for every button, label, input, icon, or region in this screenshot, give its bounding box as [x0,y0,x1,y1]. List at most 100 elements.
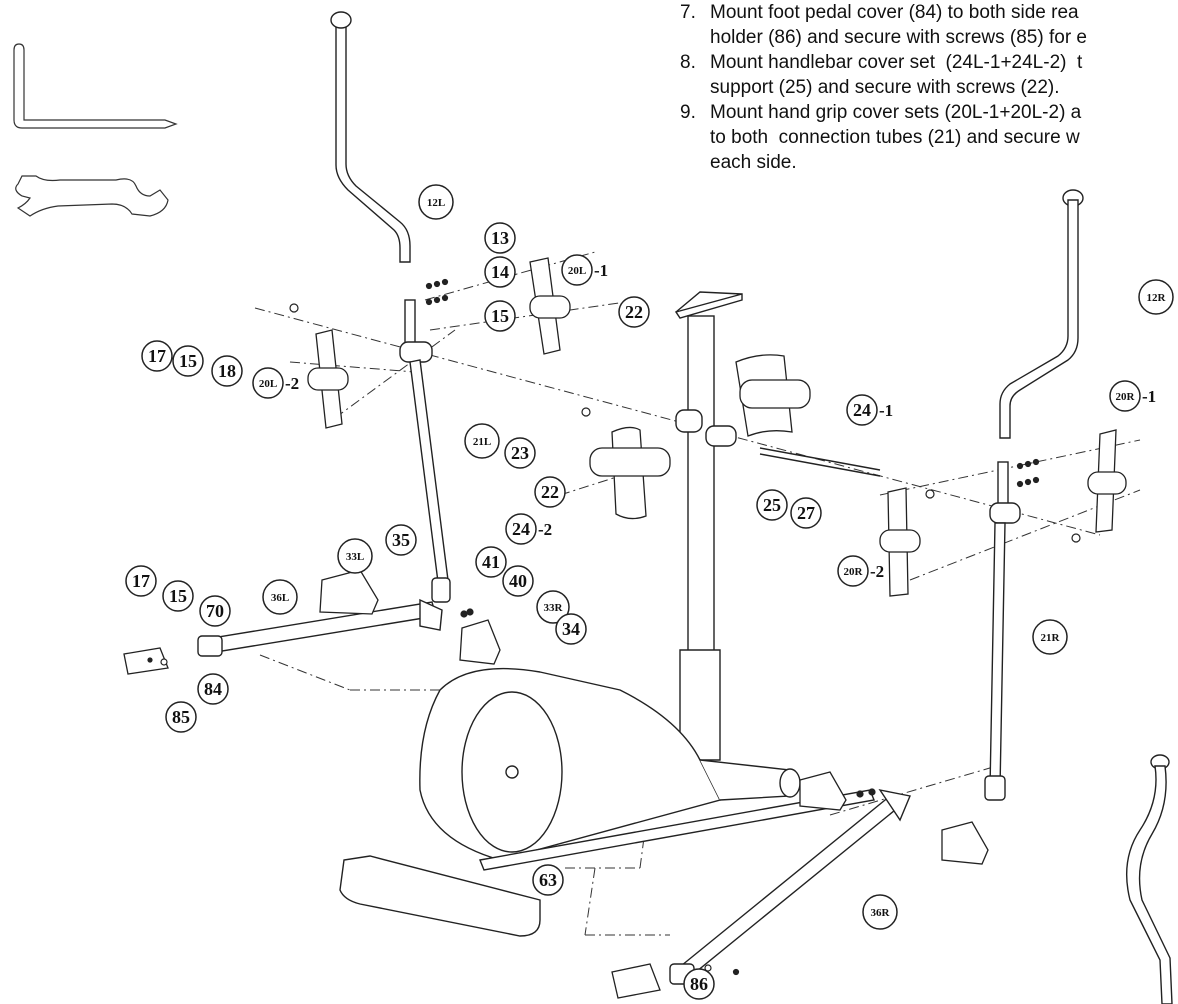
callout-circle [561,254,593,286]
part-callout-63: 63 [532,864,564,896]
callout-circle [536,590,570,624]
callout-circle [199,595,231,627]
step-line: Mount handlebar cover set (24L-1+24L-2) … [710,52,1083,73]
callout-label: 20R [1116,391,1136,403]
step-number: 8. [680,52,696,73]
callout-label: 21R [1041,632,1061,644]
assembly-instructions: 7. Mount foot pedal cover (84) to both s… [680,0,1178,175]
step-number: 9. [680,102,696,123]
pedal-cover-right-a [799,771,847,811]
callout-circle [385,524,417,556]
part-callout-17b: 17 [125,565,157,597]
callout-circle [1032,619,1068,655]
step-line: support (25) and secure with screws (22)… [710,77,1060,98]
partial-handlebar [1125,754,1173,1004]
part-callout-34: 34 [555,613,587,645]
step-line: holder (86) and secure with screws (85) … [710,27,1087,48]
callout-circle [418,184,454,220]
callout-label: 24 [853,400,871,420]
step-line: Mount foot pedal cover (84) to both side… [710,2,1079,23]
upright-support-25 [674,291,881,761]
callout-circle [484,256,516,288]
callout-circle [504,437,536,469]
callout-suffix: -2 [538,520,552,539]
part-callout-12l: 12L [418,184,454,220]
callout-label: 70 [206,601,224,621]
step-line: each side. [710,152,797,173]
callout-circle [464,423,500,459]
callout-label: 15 [491,306,509,326]
part-callout-24-1: 24-1 [846,394,893,426]
instruction-step: 7. Mount foot pedal cover (84) to both s… [680,0,1178,50]
callout-label: 18 [218,361,236,381]
part-callout-84: 84 [197,673,229,705]
callout-circle [165,701,197,733]
main-frame [339,667,875,937]
callout-label: 23 [511,443,529,463]
callout-label: 33R [544,602,564,614]
callout-circle [837,555,869,587]
callout-label: 27 [797,503,815,523]
part-callout-41: 41 [475,546,507,578]
allen-wrench-icon [13,43,178,129]
callout-circle [1109,380,1141,412]
callout-circle [618,296,650,328]
instruction-step: 9. Mount hand grip cover sets (20L-1+20L… [680,100,1178,175]
callout-circle [683,968,715,1000]
part-callout-36r: 36R [862,894,898,930]
part-callout-21l: 21L [464,423,500,459]
callout-circle [337,538,373,574]
foot-pedal-cover-84 [123,647,169,675]
part-callout-86: 86 [683,968,715,1000]
part-callout-33l: 33L [337,538,373,574]
callout-label: 14 [491,262,509,282]
callout-label: 63 [539,870,557,890]
callout-label: 22 [625,302,643,322]
callout-label: 40 [509,571,527,591]
step-line: Mount hand grip cover sets (20L-1+20L-2)… [710,102,1082,123]
part-callout-15a: 15 [484,300,516,332]
part-callout-27: 27 [790,497,822,529]
part-callout-70: 70 [199,595,231,627]
callout-label: 13 [491,228,509,248]
part-callout-85: 85 [165,701,197,733]
part-callout-15b: 15 [172,345,204,377]
part-callout-40: 40 [502,565,534,597]
pedal-cover-right-b [941,821,989,865]
callout-circle [534,476,566,508]
part-callout-20l2: 20L -2 [252,367,299,399]
grip-cover-20r-2 [879,487,921,597]
callout-label: 20L [259,378,277,390]
part-callout-33r: 33R [536,590,570,624]
callout-suffix: -2 [285,374,299,393]
pedal-cover-33r [459,619,501,665]
callout-circle [197,673,229,705]
callout-label: 22 [541,482,559,502]
grip-cover-20r-1 [1087,429,1127,533]
callout-circle [475,546,507,578]
callout-circle [211,355,243,387]
callout-circle [555,613,587,645]
part-callout-15c: 15 [162,580,194,612]
callout-label: 84 [204,679,222,699]
part-callout-13: 13 [484,222,516,254]
part-callout-22b: 22 [534,476,566,508]
callout-label: 36R [871,907,891,919]
callout-label: 41 [482,552,500,572]
handlebar-cover-24-2 [589,426,671,520]
part-callout-20l1: 20L-1 [561,254,608,286]
instruction-step: 8. Mount handlebar cover set (24L-1+24L-… [680,50,1178,100]
callout-suffix: -1 [1142,387,1156,406]
part-callout-25: 25 [756,489,788,521]
callout-label: 20R [844,566,864,578]
step-number: 7. [680,2,696,23]
callout-label: 24 [512,519,530,539]
callout-label: 36L [271,592,289,604]
handlebar-cover-24-1 [735,354,811,437]
callout-label: 25 [763,495,781,515]
callout-circle [262,579,298,615]
right-handlebar [984,189,1084,801]
callout-circle [252,367,284,399]
